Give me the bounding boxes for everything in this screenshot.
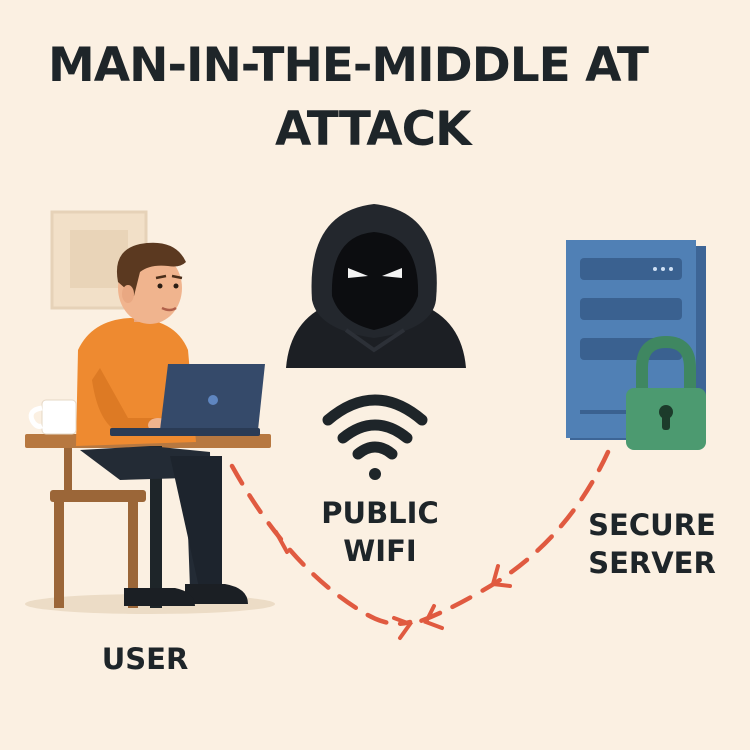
chair bbox=[50, 448, 146, 608]
laptop-icon bbox=[110, 364, 265, 436]
person-user bbox=[76, 242, 248, 606]
user-label: USER bbox=[101, 642, 189, 676]
secure-server-label-line-2: SERVER bbox=[588, 546, 716, 580]
title-line-1: MAN-IN-THE-MIDDLE AT bbox=[48, 38, 649, 93]
coffee-mug-icon bbox=[28, 399, 77, 435]
attack-path bbox=[229, 449, 611, 640]
public-wifi-label-line-1: PUBLIC bbox=[321, 496, 439, 530]
hooded-hacker-icon bbox=[286, 204, 466, 368]
secure-server-label-line-1: SECURE bbox=[588, 508, 716, 542]
public-wifi-label-line-2: WIFI bbox=[343, 534, 417, 568]
public-wifi-label: PUBLIC WIFI bbox=[310, 494, 450, 570]
title-line-2: ATTACK bbox=[275, 102, 472, 157]
wifi-icon bbox=[322, 394, 428, 480]
secure-server-label: SECURE SERVER bbox=[578, 506, 726, 582]
padlock-icon bbox=[626, 335, 706, 450]
